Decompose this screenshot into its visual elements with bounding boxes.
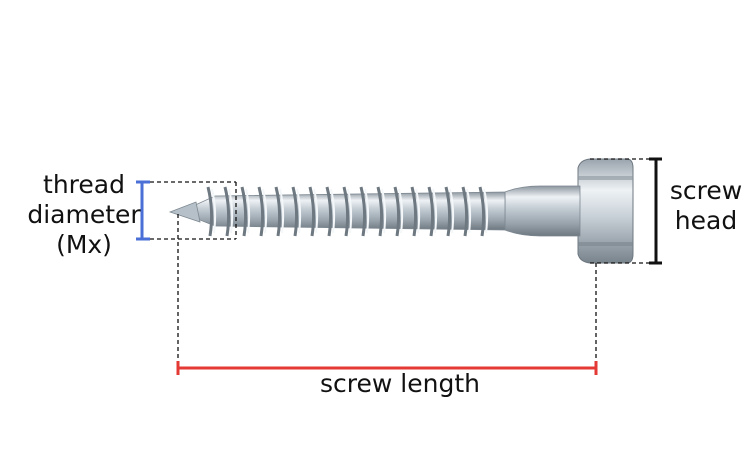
- thread-diameter-label-line1: thread: [43, 170, 125, 199]
- screw-head-label-line2: head: [674, 206, 738, 235]
- thread-ridge-highlight: [432, 188, 438, 234]
- thread-ridge-highlight: [466, 188, 472, 234]
- thread-ridge: [291, 186, 299, 237]
- thread-ridge-highlight: [381, 188, 387, 234]
- thread-ridge: [444, 186, 452, 237]
- thread-ridge-highlight: [398, 188, 404, 234]
- thread-ridge: [342, 186, 350, 237]
- thread-ridge-highlight: [211, 188, 217, 234]
- thread-ridge: [376, 186, 384, 237]
- screw-length-line: [176, 361, 598, 375]
- thread-ridge-highlight: [483, 188, 489, 234]
- screw-shank: [504, 185, 581, 237]
- thread-ridge: [325, 186, 333, 237]
- thread-ridge-highlight: [330, 188, 336, 234]
- screw-length-label: screw length: [320, 369, 480, 398]
- screw-head-label: screw head: [660, 176, 750, 236]
- thread-ridge: [359, 186, 367, 237]
- dashed-guides: [150, 158, 656, 368]
- thread-ridge: [427, 186, 435, 237]
- thread-ridge: [274, 186, 282, 237]
- thread-diameter-bracket: [136, 180, 150, 241]
- thread-ridge-highlight: [245, 188, 251, 234]
- screw-head-bracket: [649, 157, 662, 265]
- thread-ridge-highlight: [364, 188, 370, 234]
- thread-ridge: [308, 186, 316, 237]
- thread-ridge: [478, 186, 486, 237]
- thread-ridge: [393, 186, 401, 237]
- thread-ridge-highlight: [296, 188, 302, 234]
- thread-ridge-highlight: [262, 188, 268, 234]
- thread-ridge-highlight: [228, 188, 234, 234]
- thread-ridge-highlight: [449, 188, 455, 234]
- thread-ridge-highlight: [347, 188, 353, 234]
- screw-thread: [168, 186, 506, 237]
- thread-ridge-highlight: [279, 188, 285, 234]
- thread-diameter-label-line2: diameter: [27, 200, 141, 229]
- thread-diameter-label: thread diameter (Mx): [4, 170, 164, 260]
- thread-ridge-highlight: [415, 188, 421, 234]
- screw-head-label-line1: screw: [669, 176, 743, 205]
- thread-ridge: [223, 186, 231, 237]
- screw-head: [577, 158, 634, 264]
- thread-ridge: [410, 186, 418, 237]
- thread-ridge: [461, 186, 469, 237]
- thread-ridge: [257, 186, 265, 237]
- thread-diameter-label-line3: (Mx): [56, 230, 112, 259]
- thread-ridge: [206, 186, 214, 237]
- thread-ridge-highlight: [313, 188, 319, 234]
- thread-ridge: [240, 186, 248, 237]
